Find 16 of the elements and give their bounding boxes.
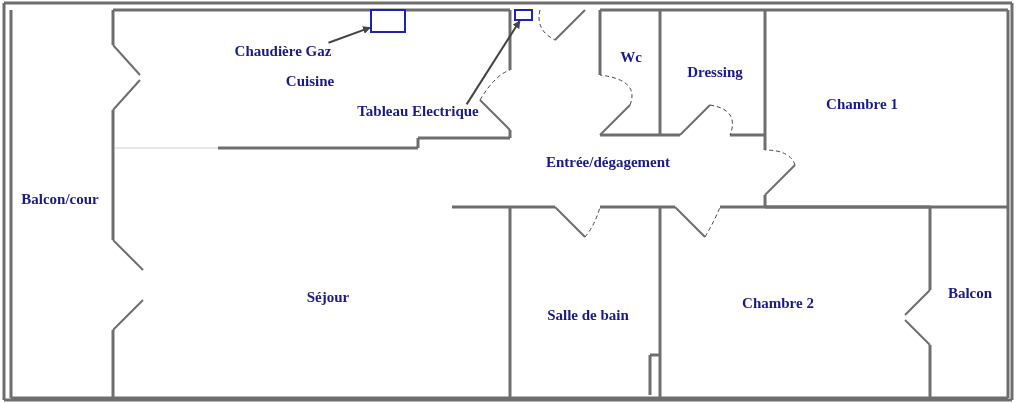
leader-arrow bbox=[327, 26, 371, 44]
electrical-panel-symbol bbox=[514, 9, 533, 21]
room-name: Chambre 2 bbox=[742, 294, 814, 312]
room-name: Séjour bbox=[306, 288, 350, 306]
room-name: Wc bbox=[620, 48, 642, 66]
room-name: Entrée/dégagement bbox=[545, 153, 671, 171]
room-name: Salle de bain bbox=[547, 306, 629, 324]
boiler-symbol bbox=[370, 9, 406, 33]
callout-text: Tableau Electrique bbox=[357, 102, 479, 120]
room-name: Chambre 1 bbox=[826, 95, 898, 113]
room-name: Balcon/cour bbox=[21, 190, 99, 208]
room-name: Cuisine bbox=[285, 72, 335, 90]
room-name: Dressing bbox=[687, 63, 743, 81]
room-name: Balcon bbox=[947, 284, 993, 302]
callout-text: Chaudière Gaz bbox=[234, 42, 332, 60]
leader-arrow bbox=[465, 20, 521, 106]
